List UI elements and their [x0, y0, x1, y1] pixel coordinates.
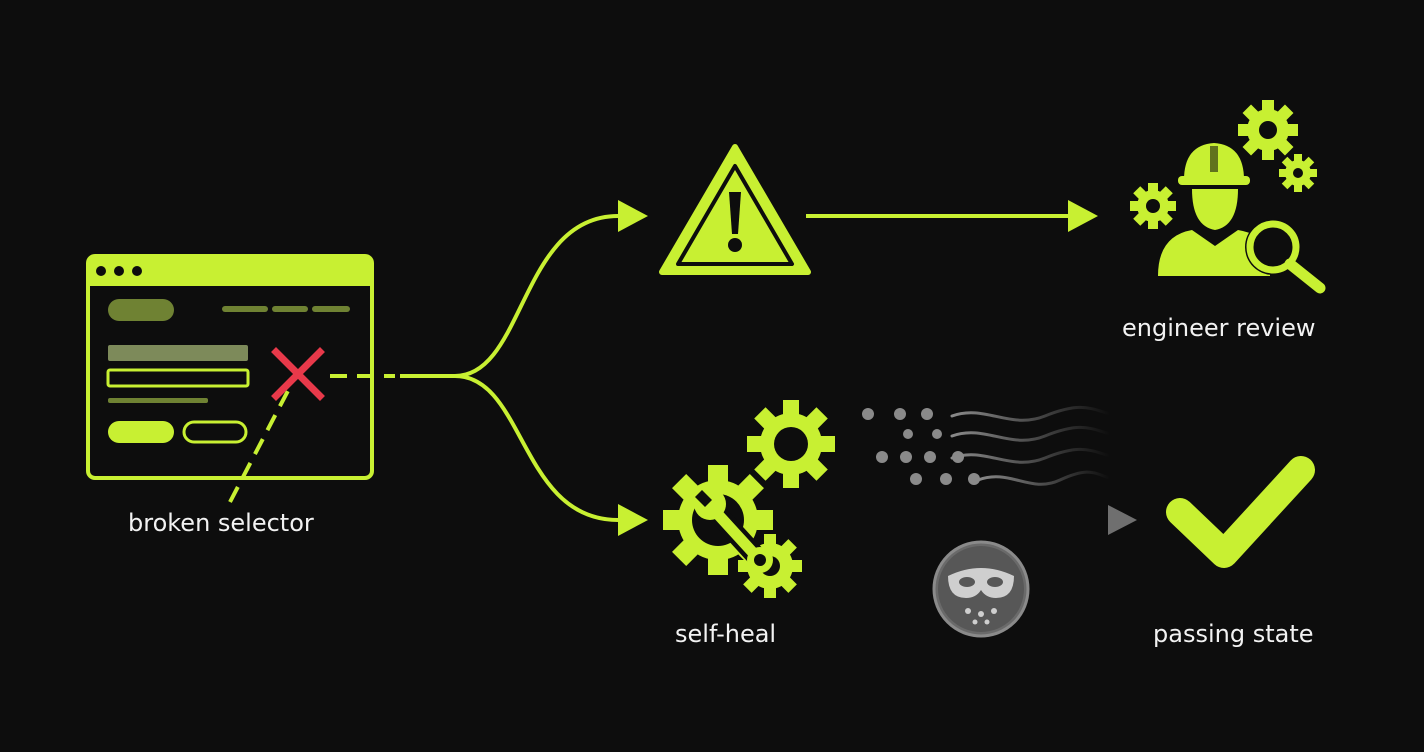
gear-wrench-icon — [663, 400, 835, 598]
wrench-icon — [694, 488, 773, 573]
branch-connectors — [400, 200, 648, 536]
engineer-gears-icon — [1130, 100, 1326, 294]
browser-window-icon — [86, 254, 395, 503]
error-x-icon — [271, 347, 325, 401]
data-flow-effect — [862, 405, 1112, 486]
heal-arrow — [806, 505, 1137, 535]
self-heal-label: self-heal — [675, 620, 777, 648]
check-icon — [1166, 456, 1315, 568]
warning-triangle-icon — [659, 144, 811, 275]
passing-state-label: passing state — [1153, 620, 1314, 648]
engineer-review-label: engineer review — [1122, 314, 1316, 342]
broken-selector-label: broken selector — [128, 509, 314, 537]
review-arrow — [806, 200, 1098, 232]
mask-icon — [932, 540, 1030, 638]
